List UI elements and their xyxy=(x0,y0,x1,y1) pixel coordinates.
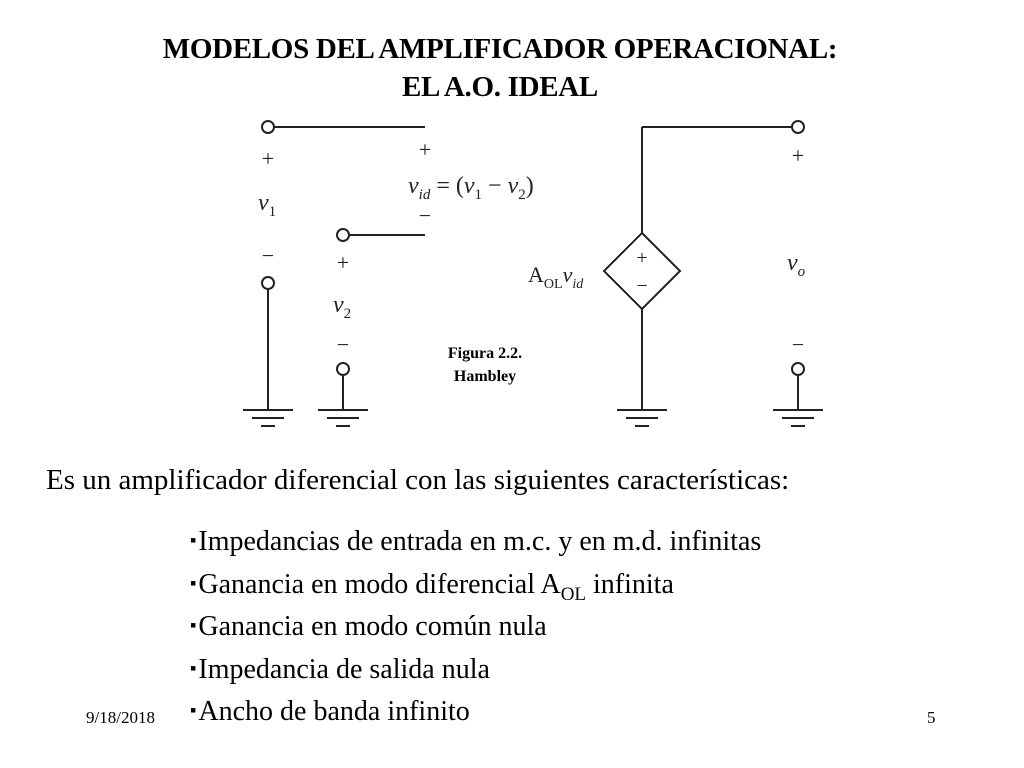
list-item: ▪Impedancias de entrada en m.c. y en m.d… xyxy=(190,520,761,563)
vid-plus-sign: + xyxy=(419,137,431,162)
page-number: 5 xyxy=(927,708,936,727)
list-item: ▪Impedancia de salida nula xyxy=(190,648,761,691)
feature-subscript: OL xyxy=(560,583,587,605)
list-item: ▪Ganancia en modo diferencial AOL infini… xyxy=(190,563,761,606)
v2-minus-sign: − xyxy=(337,332,349,357)
v2-label: v2 xyxy=(333,292,351,322)
square-bullet-icon: ▪ xyxy=(190,615,197,635)
figure-caption: Figura 2.2. Hambley xyxy=(415,342,555,388)
feature-text: Impedancias de entrada en m.c. y en m.d.… xyxy=(198,526,762,557)
list-item: ▪Ganancia en modo común nula xyxy=(190,605,761,648)
list-item: ▪Ancho de banda infinito xyxy=(190,690,761,733)
v2-ground-symbol xyxy=(318,409,368,427)
v2-bottom-terminal xyxy=(336,362,350,376)
title-line-1: MODELOS DEL AMPLIFICADOR OPERACIONAL: xyxy=(162,33,838,65)
vid-equation: vid = (v1 − v2) xyxy=(408,173,534,203)
op-amp-ideal-circuit-diagram: + − + − + − + − + − v1 v2 vid = (v1 − v2… xyxy=(243,120,823,427)
source-plus-sign: + xyxy=(636,247,647,269)
square-bullet-icon: ▪ xyxy=(190,700,197,720)
feature-text: Ganancia en modo diferencial A xyxy=(198,568,561,600)
square-bullet-icon: ▪ xyxy=(190,657,197,678)
vo-ground-symbol xyxy=(773,409,823,427)
v1-plus-sign: + xyxy=(262,146,274,171)
footer-date: 9/18/2018 xyxy=(86,708,155,727)
v1-minus-sign: − xyxy=(262,243,274,268)
feature-text-suffix: infinita xyxy=(586,568,674,600)
title-line-2: EL A.O. IDEAL xyxy=(402,71,598,103)
figure-caption-line-1: Figura 2.2. xyxy=(447,345,523,362)
vid-minus-sign: − xyxy=(419,203,431,228)
v1-label: v1 xyxy=(258,190,276,220)
dependent-voltage-source xyxy=(602,231,682,311)
vo-top-terminal xyxy=(791,120,805,134)
intro-text: Es un amplificador diferencial con las s… xyxy=(46,464,790,496)
v1-top-terminal xyxy=(261,120,275,134)
v1-ground-symbol xyxy=(243,409,293,427)
feature-text: Impedancia de salida nula xyxy=(198,653,490,685)
aol-vid-label: AOLvid xyxy=(528,262,584,292)
square-bullet-icon: ▪ xyxy=(190,530,197,550)
vo-minus-sign: − xyxy=(792,332,804,357)
feature-text: Ganancia en modo común nula xyxy=(198,611,547,642)
v2-top-terminal xyxy=(336,228,350,242)
features-list: ▪Impedancias de entrada en m.c. y en m.d… xyxy=(190,520,761,733)
vo-label: vo xyxy=(787,250,806,280)
vo-plus-sign: + xyxy=(792,143,804,168)
source-ground-symbol xyxy=(617,409,667,427)
v1-bottom-terminal xyxy=(261,276,275,290)
source-minus-sign: − xyxy=(636,275,647,297)
square-bullet-icon: ▪ xyxy=(190,572,197,593)
v2-plus-sign: + xyxy=(337,250,349,275)
feature-text: Ancho de banda infinito xyxy=(198,696,470,727)
slide-title: MODELOS DEL AMPLIFICADOR OPERACIONAL: EL… xyxy=(0,30,1000,106)
figure-caption-line-2: Hambley xyxy=(453,368,517,385)
vo-bottom-terminal xyxy=(791,362,805,376)
